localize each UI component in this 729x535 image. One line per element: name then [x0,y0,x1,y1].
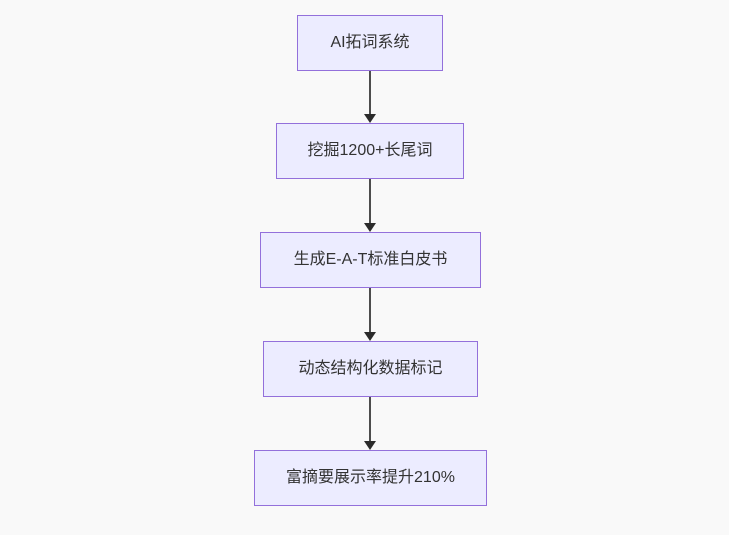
flow-edge-1 [364,71,376,123]
arrow-head-icon [364,114,376,123]
flow-node-eat-whitepaper: 生成E-A-T标准白皮书 [260,232,481,288]
flow-node-label: 生成E-A-T标准白皮书 [293,251,448,269]
flow-edge-3 [364,288,376,341]
arrow-line [369,71,371,114]
flow-node-longtail-mining: 挖掘1200+长尾词 [276,123,464,179]
flow-node-label: 挖掘1200+长尾词 [307,142,433,160]
flow-node-label: 富摘要展示率提升210% [286,469,455,487]
flow-node-ai-keyword-system: AI拓词系统 [297,15,443,71]
arrow-line [369,397,371,441]
flow-node-label: 动态结构化数据标记 [298,360,443,378]
flow-edge-2 [364,179,376,232]
arrow-line [369,288,371,332]
flow-node-structured-data-markup: 动态结构化数据标记 [263,341,478,397]
flow-node-rich-snippet-result: 富摘要展示率提升210% [254,450,487,506]
flow-node-label: AI拓词系统 [330,34,410,52]
arrow-head-icon [364,332,376,341]
arrow-head-icon [364,223,376,232]
arrow-head-icon [364,441,376,450]
arrow-line [369,179,371,223]
flow-edge-4 [364,397,376,450]
